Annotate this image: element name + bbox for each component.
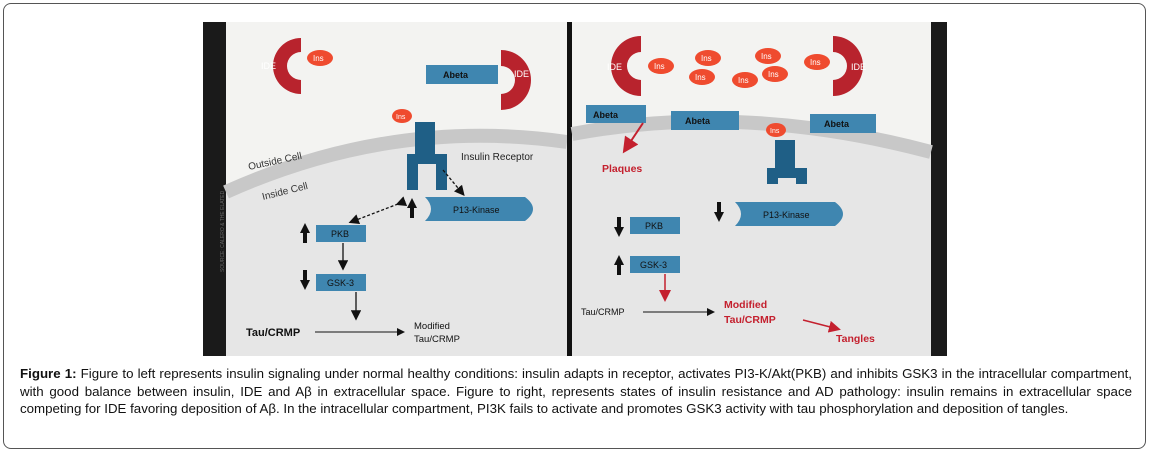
modified-tau-label: Tau/CRMP: [414, 334, 460, 345]
up-arrow-icon: [614, 255, 624, 275]
tau-crmp-label: Tau/CRMP: [246, 327, 300, 339]
ins-label: Ins: [654, 62, 665, 71]
pi3-kinase-label: P13-Kinase: [763, 210, 810, 220]
ins-molecule: [689, 69, 715, 85]
ide-shape: [611, 36, 641, 96]
ide-shape: [833, 36, 863, 96]
modified-tau-label: Tau/CRMP: [724, 314, 776, 326]
ide-label: IDE: [607, 62, 622, 72]
insulin-receptor-label: Insulin Receptor: [461, 152, 534, 163]
abeta-to-plaques-arrow: [622, 122, 644, 154]
ins-label: Ins: [396, 114, 406, 121]
ins-label: Ins: [313, 54, 324, 63]
ins-label: Ins: [768, 70, 779, 79]
ins-label: Ins: [695, 73, 706, 82]
insulin-receptor-shape: [767, 140, 807, 184]
ins-cluster: Ins Ins Ins Ins Ins Ins Ins: [648, 48, 830, 88]
ins-molecule: [755, 48, 781, 64]
gsk3-box: [316, 274, 366, 291]
up-arrow-icon: [407, 198, 417, 218]
pkb-box: [316, 225, 366, 242]
ins-label: Ins: [701, 54, 712, 63]
abeta-label: Abeta: [443, 70, 469, 80]
ins-molecule: [392, 109, 412, 123]
ins-label: Ins: [761, 52, 772, 61]
pkb-box: [630, 217, 680, 234]
abeta-box: [671, 111, 739, 130]
right-cell-membrane: [570, 114, 933, 159]
abeta-box: [426, 65, 498, 84]
ins-molecule: [766, 123, 786, 137]
left-cell-membrane: [223, 128, 568, 199]
plaques-label: Plaques: [602, 163, 642, 175]
down-arrow-icon: [614, 217, 624, 237]
pi3-kinase-label: P13-Kinase: [453, 205, 500, 215]
pkb-label: PKB: [331, 229, 349, 239]
ide-label: IDE: [261, 61, 276, 71]
abeta-box: [586, 105, 646, 123]
insulin-receptor-shape: [407, 122, 447, 190]
receptor-to-pi3k-arrow: [442, 169, 465, 196]
up-arrow-icon: [300, 223, 310, 243]
abeta-label: Abeta: [824, 119, 850, 129]
figure-caption: Figure 1: Figure to left represents insu…: [20, 365, 1132, 418]
caption-label: Figure 1:: [20, 366, 77, 381]
ide-shape: [273, 38, 301, 94]
pi3k-pkb-arrow: [348, 196, 408, 225]
ins-molecule: [695, 50, 721, 66]
abeta-label: Abeta: [685, 116, 711, 126]
left-panel: Outside Cell Inside Cell IDE Ins IDE Abe…: [220, 22, 568, 356]
right-panel: IDE IDE Ins Ins Ins Ins Ins Ins Ins Abet…: [570, 22, 933, 356]
abeta-label: Abeta: [593, 110, 619, 120]
gsk3-label: GSK-3: [640, 260, 667, 270]
down-arrow-icon: [714, 202, 724, 222]
pkb-label: PKB: [645, 221, 663, 231]
down-arrow-icon: [300, 270, 310, 290]
ide-label: IDE: [851, 62, 866, 72]
ins-molecule: [307, 50, 333, 66]
tangles-label: Tangles: [836, 333, 875, 345]
ide-shape: [501, 50, 531, 110]
ins-label: Ins: [810, 58, 821, 67]
panel-divider: [567, 22, 572, 356]
ide-label: IDE: [514, 69, 529, 79]
caption-text: Figure to left represents insulin signal…: [20, 366, 1132, 416]
tau-crmp-label: Tau/CRMP: [581, 307, 625, 317]
ins-molecule: [762, 66, 788, 82]
source-credit: SOURCE: CALERO & THE ELATED: [220, 190, 226, 272]
pi3-kinase-shape: [425, 197, 533, 221]
gsk3-label: GSK-3: [327, 278, 354, 288]
ins-label: Ins: [770, 128, 780, 135]
ins-molecule: [648, 58, 674, 74]
modified-to-tangles-arrow: [802, 319, 841, 333]
pi3-kinase-shape: [735, 202, 843, 226]
diagram: Outside Cell Inside Cell IDE Ins IDE Abe…: [203, 22, 947, 356]
ins-molecule: [732, 72, 758, 88]
ins-molecule: [804, 54, 830, 70]
ins-label: Ins: [738, 76, 749, 85]
modified-label: Modified: [724, 299, 767, 311]
abeta-box: [810, 114, 876, 133]
gsk3-box: [630, 256, 680, 273]
modified-label: Modified: [414, 321, 450, 332]
left-intracellular: [226, 135, 567, 356]
